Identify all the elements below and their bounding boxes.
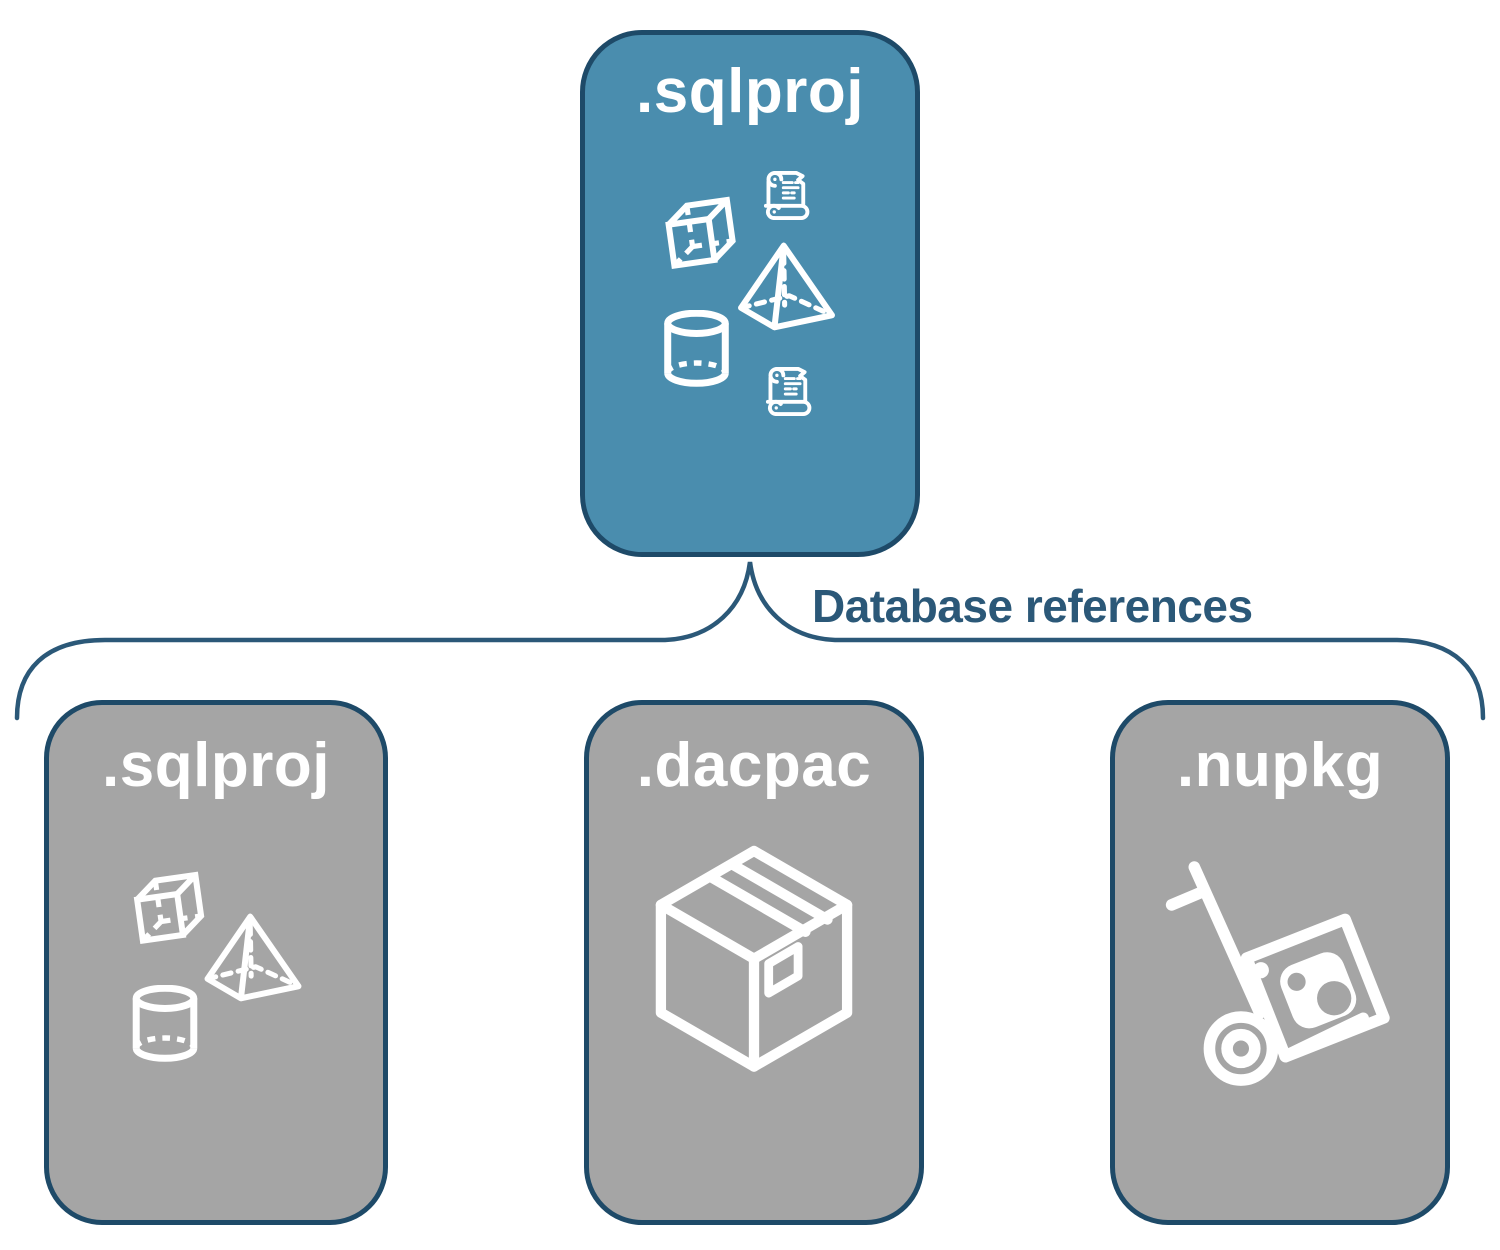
cube-icon [666, 200, 734, 266]
root-node-title: .sqlproj [636, 57, 864, 126]
nuget-handtruck-icon [1154, 857, 1406, 1109]
root-node-sqlproj: .sqlproj [580, 30, 920, 557]
brace-connector [14, 561, 1486, 721]
child-node-nupkg: .nupkg [1110, 700, 1450, 1225]
scroll-icon [765, 366, 812, 416]
child-node-title: .sqlproj [102, 731, 330, 800]
child-node-title: .dacpac [636, 731, 872, 800]
scroll-icon [763, 170, 810, 220]
child-node-dacpac: .dacpac [584, 700, 924, 1225]
sql-objects-icon-cluster [126, 867, 306, 1067]
pyramid-icon [741, 246, 832, 328]
child-node-title: .nupkg [1176, 731, 1384, 800]
sql-objects-icon-cluster [657, 170, 843, 416]
cube-icon [135, 875, 203, 941]
child-node-sqlproj: .sqlproj [44, 700, 388, 1225]
database-cylinder-icon [668, 313, 726, 383]
package-box-icon [632, 835, 877, 1107]
connector-label: Database references [812, 580, 1253, 632]
database-cylinder-icon [136, 988, 194, 1058]
pyramid-icon [208, 917, 299, 999]
